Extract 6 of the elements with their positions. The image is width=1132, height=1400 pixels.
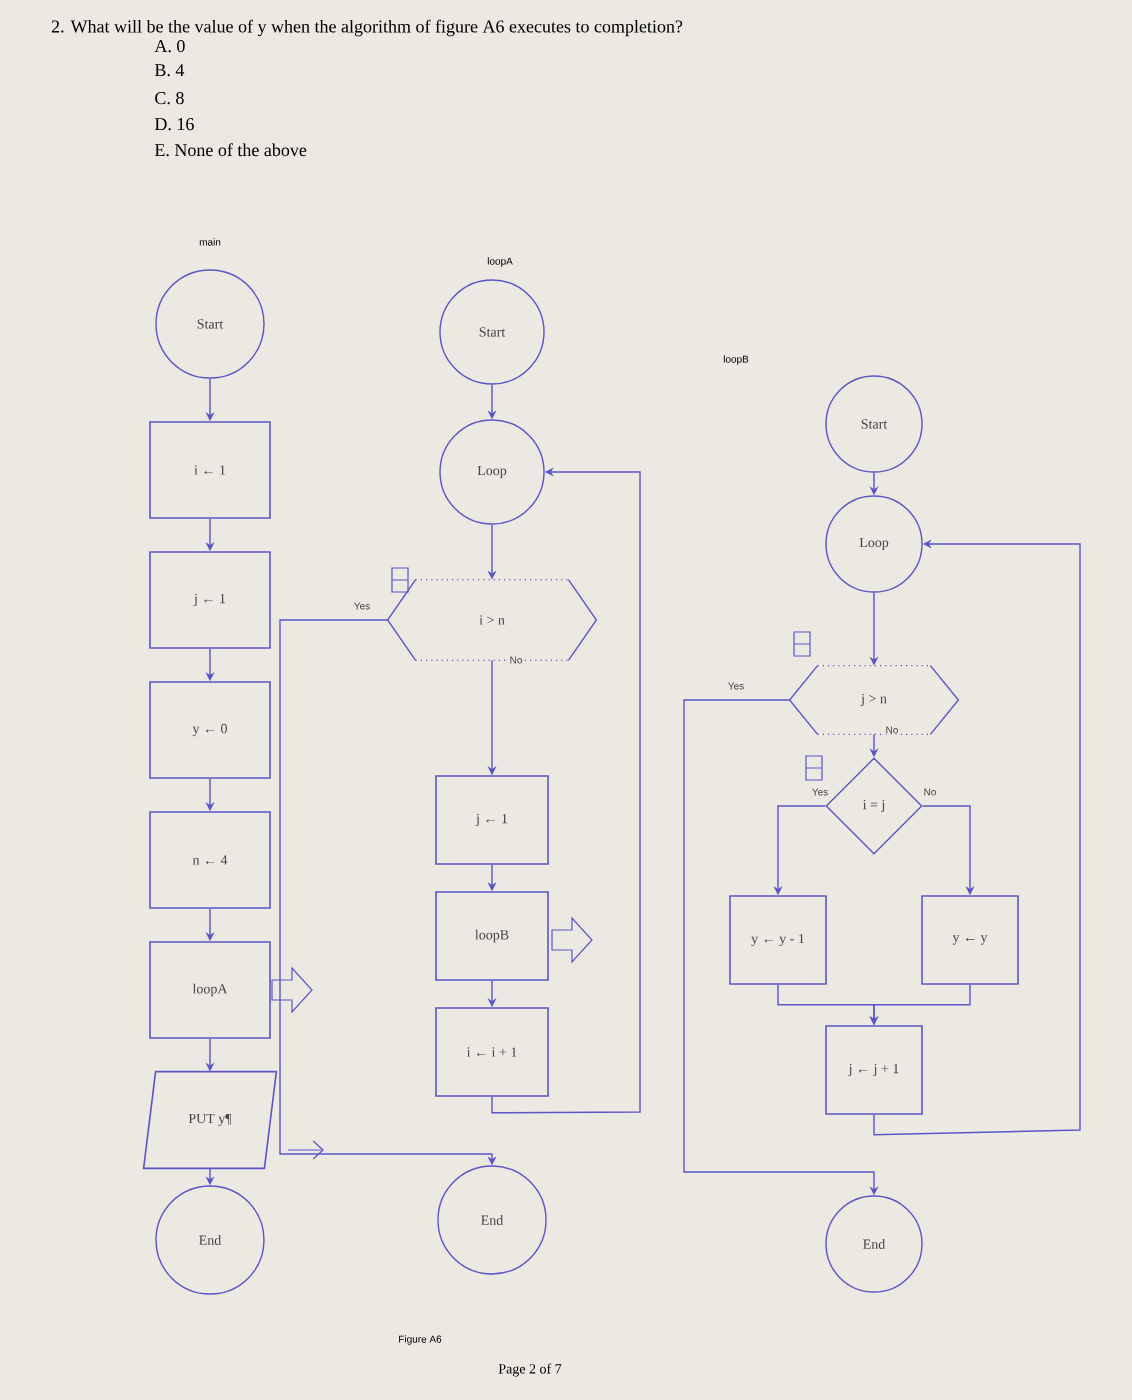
option-text: C. 8 [155, 92, 184, 105]
option-text: E. None of the above [154, 143, 307, 157]
option-text: D. 16 [154, 118, 194, 131]
option-text: A. 0 [154, 40, 185, 53]
question-text: 2. What will be the value of y when the algorithm of figure A6 executes to completion? [51, 19, 683, 37]
option-text: B. 4 [154, 64, 185, 77]
